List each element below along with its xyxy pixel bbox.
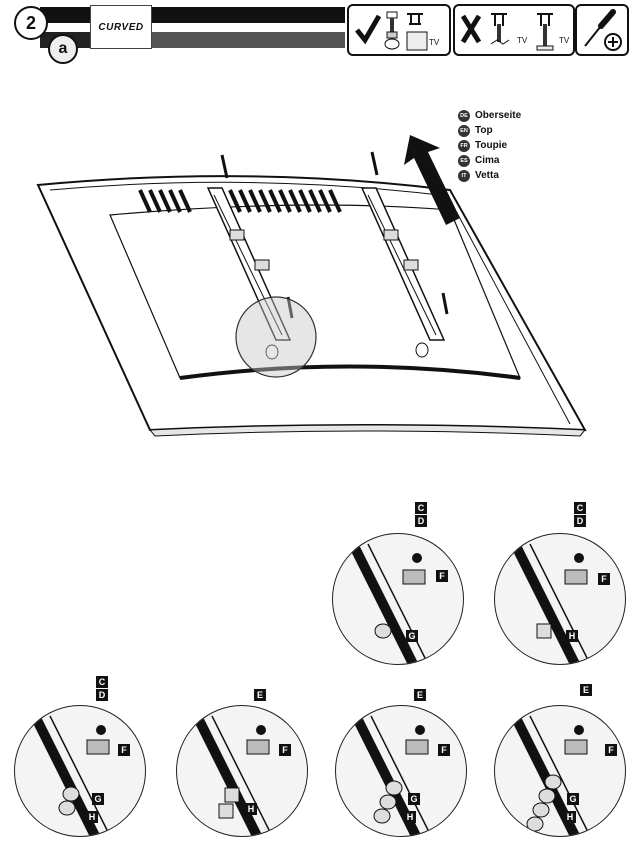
sub-step-label: a — [48, 34, 78, 64]
label-g: G — [92, 793, 104, 805]
label-d: D — [96, 689, 108, 701]
label-g: G — [408, 793, 420, 805]
tv-label-3: TV — [559, 36, 570, 45]
label-e: E — [254, 689, 266, 701]
detail-circle-3 — [14, 705, 146, 837]
lang-label: Top — [475, 125, 493, 136]
lang-badge: IT — [458, 169, 470, 182]
label-h: H — [566, 630, 578, 642]
label-f: F — [279, 744, 291, 756]
incorrect-method-box: TV TV — [453, 4, 575, 56]
lang-row-en: EN Top — [458, 123, 521, 138]
check-icon — [355, 14, 382, 45]
correct-method-box: TV — [347, 4, 451, 56]
detail-circle-1 — [332, 533, 464, 665]
spacer-right — [415, 342, 429, 358]
label-f: F — [436, 570, 448, 582]
lang-label: Toupie — [475, 140, 508, 151]
left-mounting-arm — [206, 187, 292, 341]
lang-label: Oberseite — [475, 110, 522, 121]
cross-icon — [460, 14, 482, 44]
damage-icon — [490, 39, 510, 45]
label-c: C — [96, 676, 108, 688]
label-h: H — [245, 803, 257, 815]
lang-row-fr: FR Toupie — [458, 138, 521, 153]
incorrect-method-illustration — [460, 13, 554, 51]
lang-badge: FR — [458, 139, 470, 152]
spacer-icon — [384, 38, 400, 50]
label-g: G — [406, 630, 418, 642]
label-g: G — [567, 793, 579, 805]
lang-badge: EN — [458, 124, 470, 137]
tv-label: TV — [429, 38, 440, 47]
spacer-left — [265, 344, 279, 360]
screwdriver-icon — [584, 9, 622, 51]
lang-row-de: DE Oberseite — [458, 108, 521, 123]
right-mounting-arm — [360, 187, 446, 341]
screwdriver-box — [575, 4, 629, 56]
label-f: F — [438, 744, 450, 756]
label-f: F — [605, 744, 617, 756]
step-number: 2 — [14, 6, 48, 40]
label-h: H — [404, 811, 416, 823]
label-f: F — [118, 744, 130, 756]
phillips-plus-icon — [608, 37, 618, 47]
lang-badge: DE — [458, 109, 470, 122]
lang-row-it: IT Vetta — [458, 168, 521, 183]
lang-label: Cima — [475, 155, 500, 166]
lang-badge: ES — [458, 154, 470, 167]
tv-back-illustration — [36, 135, 587, 437]
correct-method-illustration — [355, 11, 428, 51]
tv-label-2: TV — [517, 36, 528, 45]
label-h: H — [564, 811, 576, 823]
label-e: E — [414, 689, 426, 701]
curved-badge-text: CURVED — [98, 21, 144, 33]
label-f: F — [598, 573, 610, 585]
label-d: D — [415, 515, 427, 527]
top-direction-legend: DE Oberseite EN Top FR Toupie ES Cima IT Vett… — [458, 108, 521, 183]
label-c: C — [415, 502, 427, 514]
detail-circle-4 — [176, 705, 308, 837]
bracket-icon — [407, 13, 423, 25]
curved-tv-badge: CURVED — [90, 5, 152, 49]
lang-label: Vetta — [475, 170, 499, 181]
detail-circle-5 — [335, 705, 467, 837]
screw-icons — [220, 151, 449, 319]
up-direction-arrow-icon — [404, 135, 460, 225]
header-bar-gray — [152, 32, 345, 48]
label-e: E — [580, 684, 592, 696]
label-d: D — [574, 515, 586, 527]
detail-circle-2 — [494, 533, 626, 665]
detail-circle-6 — [494, 705, 626, 837]
label-h: H — [86, 811, 98, 823]
lang-row-es: ES Cima — [458, 153, 521, 168]
vent-slots — [138, 189, 342, 213]
zoom-circle — [235, 296, 317, 378]
label-c: C — [574, 502, 586, 514]
